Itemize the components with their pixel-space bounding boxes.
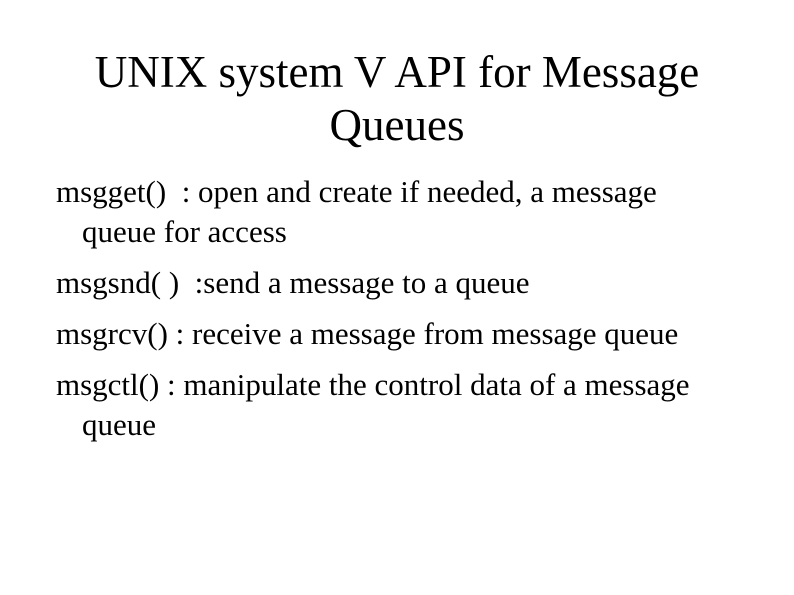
bullet-msgget-line-2: queue for access	[82, 214, 287, 249]
bullet-msgctl: msgctl() : manipulate the control data o…	[0, 365, 794, 445]
bullet-msgget: msgget() : open and create if needed, a …	[0, 172, 794, 252]
bullet-msgrcv-line-1: msgrcv() : receive a message from messag…	[56, 316, 679, 351]
slide-title: UNIX system V API for Message Queues	[0, 46, 794, 152]
slide-title-line-1: UNIX system V API for Message	[94, 47, 700, 97]
bullet-msgctl-line-2: queue	[82, 407, 157, 442]
slide-title-line-2: Queues	[329, 100, 465, 150]
bullet-msgctl-line-1: msgctl() : manipulate the control data o…	[56, 367, 690, 402]
bullet-msgsnd-line-1: msgsnd( ) :send a message to a queue	[56, 265, 530, 300]
bullet-msgrcv: msgrcv() : receive a message from messag…	[0, 314, 794, 354]
slide-body: msgget() : open and create if needed, a …	[0, 172, 794, 445]
bullet-msgsnd: msgsnd( ) :send a message to a queue	[0, 263, 794, 303]
bullet-msgget-line-1: msgget() : open and create if needed, a …	[56, 174, 657, 209]
